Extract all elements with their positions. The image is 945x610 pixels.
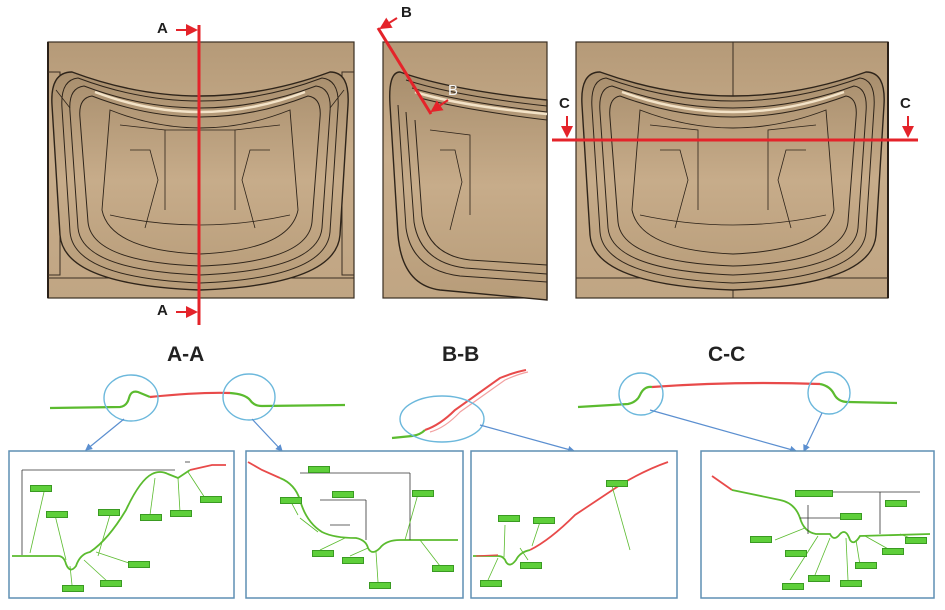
measure-tag — [369, 582, 391, 589]
panel-a — [47, 24, 355, 325]
measure-tag — [855, 562, 877, 569]
measure-tag — [200, 496, 222, 503]
measure-tag — [62, 585, 84, 592]
detail-panel-4 — [700, 450, 935, 599]
callout-arrows — [85, 409, 823, 453]
measure-tag — [432, 565, 454, 572]
measure-tag — [785, 550, 807, 557]
measure-tag — [332, 491, 354, 498]
measure-tag — [480, 580, 502, 587]
cut-label-b-inner: B — [448, 82, 459, 99]
measure-tag — [312, 550, 334, 557]
detail-panel-3 — [470, 450, 678, 599]
detail-panel-1 — [8, 450, 235, 599]
measure-tag — [100, 580, 122, 587]
measure-tag — [840, 580, 862, 587]
measure-tag — [808, 575, 830, 582]
measure-tag — [795, 490, 833, 497]
measure-tag — [46, 511, 68, 518]
measure-tag — [533, 517, 555, 524]
measure-tag — [308, 466, 330, 473]
measure-tag — [498, 515, 520, 522]
profile-aa — [49, 373, 346, 422]
measure-tag — [280, 497, 302, 504]
panel-c — [552, 41, 918, 299]
measure-tag — [128, 561, 150, 568]
section-title-aa: A-A — [167, 343, 205, 366]
measure-tag — [606, 480, 628, 487]
panel-b — [376, 17, 548, 301]
cut-label-a-bottom: A — [157, 302, 168, 319]
cut-label-c-left: C — [559, 95, 570, 112]
measure-tag — [98, 509, 120, 516]
measure-tag — [840, 513, 862, 520]
cut-label-a-top: A — [157, 20, 168, 37]
measure-tag — [170, 510, 192, 517]
measure-tag — [412, 490, 434, 497]
profile-bb — [391, 369, 529, 443]
cut-label-b-top: B — [401, 4, 412, 21]
measure-tag — [882, 548, 904, 555]
measure-tag — [520, 562, 542, 569]
measure-tag — [30, 485, 52, 492]
measure-tag — [782, 583, 804, 590]
measure-tag — [885, 500, 907, 507]
detail-panel-2 — [245, 450, 464, 599]
measure-tag — [750, 536, 772, 543]
section-title-bb: B-B — [442, 343, 480, 366]
cut-label-c-right: C — [900, 95, 911, 112]
measure-tag — [342, 557, 364, 564]
measure-tag — [905, 537, 927, 544]
measure-tag — [140, 514, 162, 521]
profile-cc — [577, 371, 898, 416]
section-title-cc: C-C — [708, 343, 746, 366]
